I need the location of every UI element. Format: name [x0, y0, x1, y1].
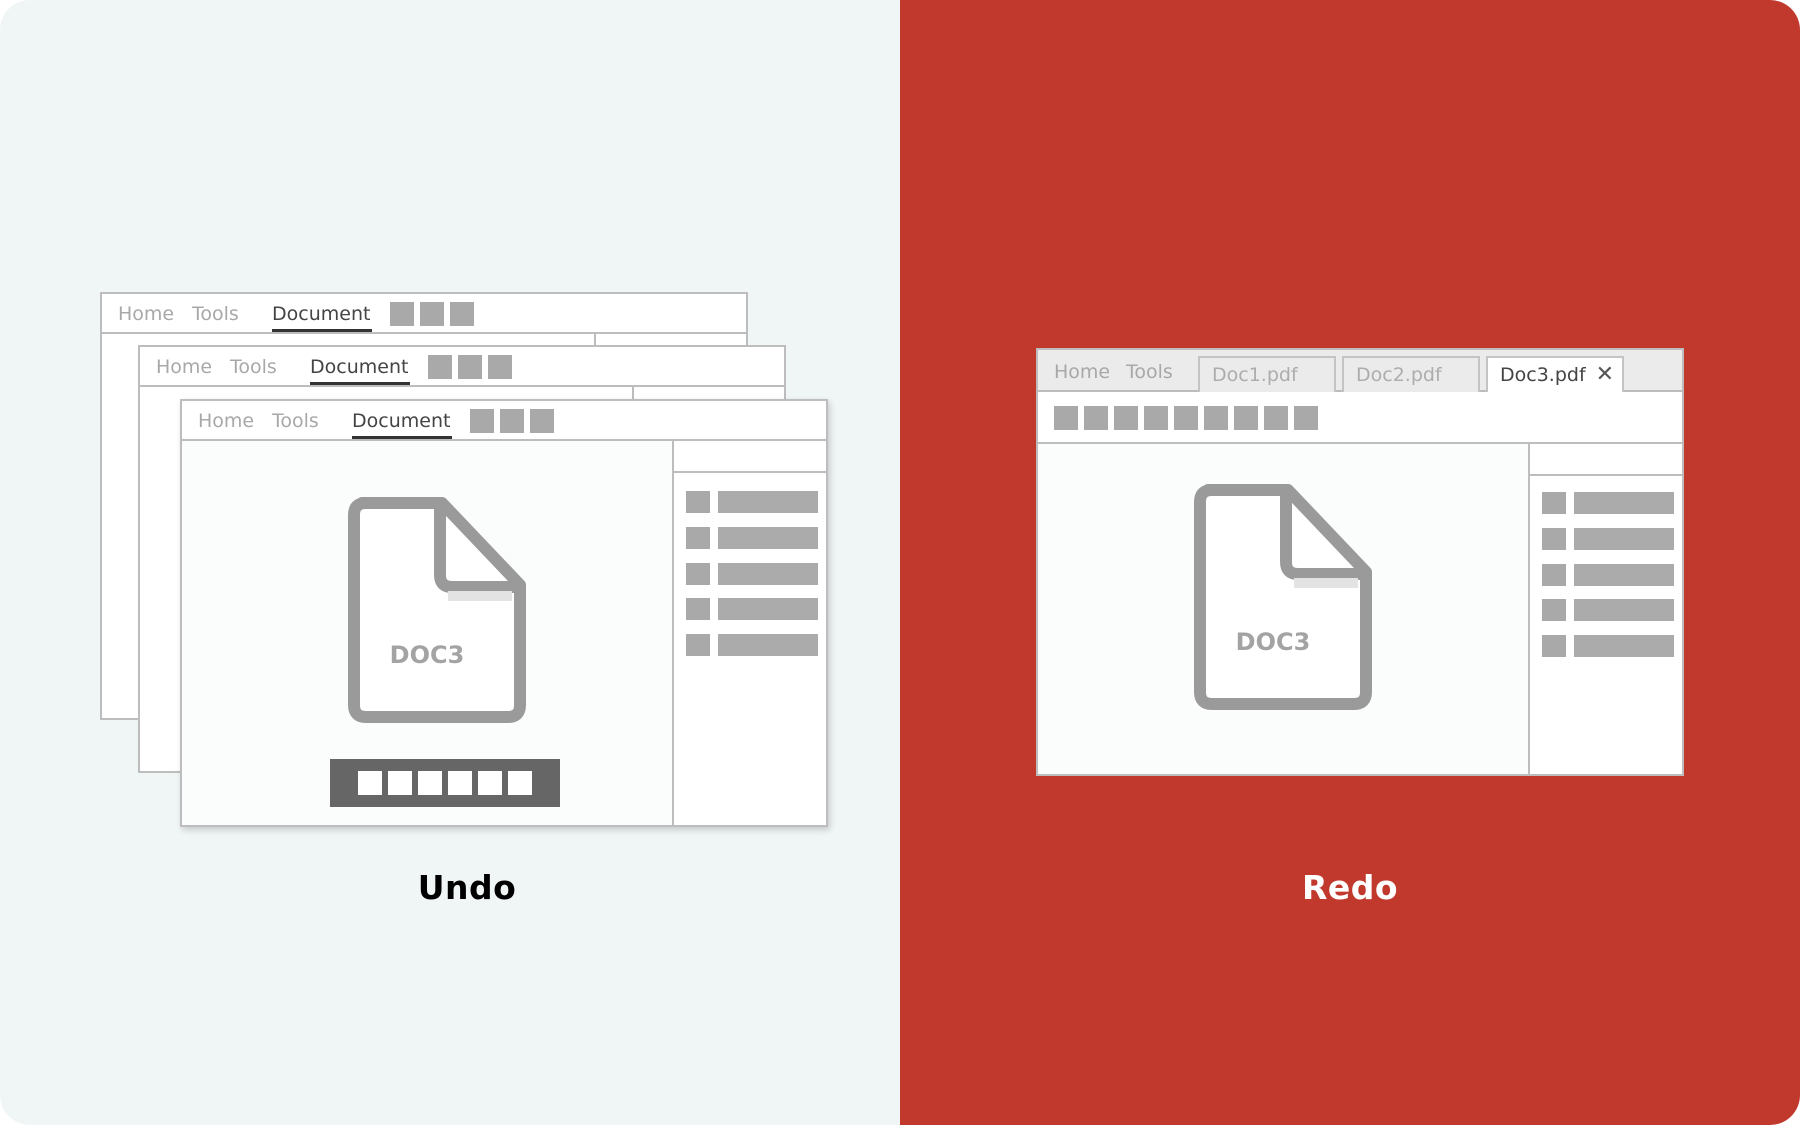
menu-bar: Home Tools Document: [102, 294, 746, 334]
menu-tools[interactable]: Tools: [192, 303, 239, 325]
tab-doc2[interactable]: Doc2.pdf: [1342, 356, 1480, 392]
page-thumbnail[interactable]: [478, 771, 502, 795]
list-item-icon: [686, 563, 710, 585]
document-icon: [348, 497, 526, 723]
menu-bar: Home Tools Document: [182, 401, 826, 441]
sidebar-divider: [632, 387, 634, 399]
undo-panel: Home Tools Document Home Tools Document: [0, 0, 900, 1125]
active-menu-underline: [352, 436, 452, 439]
close-tab-icon[interactable]: ✕: [1595, 362, 1614, 387]
toolbar-square-icon[interactable]: [1294, 406, 1318, 430]
list-item-bar[interactable]: [1574, 492, 1674, 514]
list-item-bar[interactable]: [718, 527, 818, 549]
page-thumbnail[interactable]: [508, 771, 532, 795]
toolbar-square-icon[interactable]: [1144, 406, 1168, 430]
toolbar-square-icon[interactable]: [458, 355, 482, 379]
menu-document[interactable]: Document: [352, 410, 451, 432]
document-icon: [1194, 484, 1372, 710]
list-item-icon: [686, 491, 710, 513]
toolbar-square-icon[interactable]: [1264, 406, 1288, 430]
active-menu-underline: [272, 329, 372, 332]
toolbar-square-icon[interactable]: [1054, 406, 1078, 430]
menu-tools[interactable]: Tools: [1126, 361, 1173, 383]
document-label: DOC3: [1235, 628, 1311, 656]
toolbar-square-icon[interactable]: [1234, 406, 1258, 430]
page-thumbnail[interactable]: [418, 771, 442, 795]
tab-doc3[interactable]: Doc3.pdf ✕: [1486, 356, 1624, 394]
list-item-bar[interactable]: [718, 634, 818, 656]
toolbar-square-icon[interactable]: [420, 302, 444, 326]
list-item-bar[interactable]: [1574, 564, 1674, 586]
tabbed-window: Home Tools Doc1.pdf Doc2.pdf Doc3.pdf ✕: [1036, 348, 1684, 776]
right-sidebar: [1528, 444, 1682, 774]
menu-document[interactable]: Document: [310, 356, 409, 378]
sidebar-divider: [594, 334, 596, 346]
tab-label: Doc1.pdf: [1212, 364, 1298, 386]
toolbar-square-icon[interactable]: [1084, 406, 1108, 430]
redo-panel: Home Tools Doc1.pdf Doc2.pdf Doc3.pdf ✕: [900, 0, 1800, 1125]
page-thumbnail[interactable]: [448, 771, 472, 795]
menu-document[interactable]: Document: [272, 303, 371, 325]
sidebar-header: [674, 441, 826, 473]
stacked-window-front: Home Tools Document DOC3: [180, 399, 828, 827]
toolbar-square-icon[interactable]: [1174, 406, 1198, 430]
menu-home[interactable]: Home: [198, 410, 255, 432]
undo-caption: Undo: [417, 868, 517, 907]
toolbar-square-icon[interactable]: [488, 355, 512, 379]
menu-home[interactable]: Home: [118, 303, 175, 325]
list-item-bar[interactable]: [1574, 635, 1674, 657]
list-item-icon: [1542, 564, 1566, 586]
toolbar-square-icon[interactable]: [390, 302, 414, 326]
page-thumbnail[interactable]: [388, 771, 412, 795]
list-item-icon: [1542, 635, 1566, 657]
redo-caption: Redo: [1301, 868, 1399, 907]
tab-bar: Home Tools Doc1.pdf Doc2.pdf Doc3.pdf ✕: [1038, 350, 1682, 394]
list-item-icon: [686, 598, 710, 620]
document-label: DOC3: [389, 641, 465, 669]
list-item-icon: [1542, 599, 1566, 621]
list-item-bar[interactable]: [718, 563, 818, 585]
document-area: DOC3: [1038, 444, 1528, 774]
page-navigator[interactable]: [330, 759, 560, 807]
toolbar-square-icon[interactable]: [450, 302, 474, 326]
toolbar-square-icon[interactable]: [470, 409, 494, 433]
list-item-icon: [686, 634, 710, 656]
list-item-bar[interactable]: [1574, 528, 1674, 550]
toolbar-square-icon[interactable]: [1204, 406, 1228, 430]
toolbar-square-icon[interactable]: [530, 409, 554, 433]
tab-doc1[interactable]: Doc1.pdf: [1198, 356, 1336, 392]
page-thumbnail[interactable]: [358, 771, 382, 795]
list-item-bar[interactable]: [718, 491, 818, 513]
toolbar: [1038, 392, 1682, 444]
menu-home[interactable]: Home: [1054, 361, 1111, 383]
menu-tools[interactable]: Tools: [230, 356, 277, 378]
toolbar-square-icon[interactable]: [1114, 406, 1138, 430]
toolbar-square-icon[interactable]: [500, 409, 524, 433]
list-item-bar[interactable]: [1574, 599, 1674, 621]
tab-label: Doc3.pdf: [1500, 364, 1586, 386]
toolbar-square-icon[interactable]: [428, 355, 452, 379]
tab-label: Doc2.pdf: [1356, 364, 1442, 386]
list-item-icon: [1542, 528, 1566, 550]
menu-tools[interactable]: Tools: [272, 410, 319, 432]
sidebar-header: [1530, 444, 1682, 476]
menu-home[interactable]: Home: [156, 356, 213, 378]
active-menu-underline: [310, 382, 410, 385]
document-area: DOC3: [182, 441, 672, 825]
list-item-bar[interactable]: [718, 598, 818, 620]
list-item-icon: [686, 527, 710, 549]
right-sidebar: [672, 441, 826, 825]
menu-bar: Home Tools Document: [140, 347, 784, 387]
list-item-icon: [1542, 492, 1566, 514]
